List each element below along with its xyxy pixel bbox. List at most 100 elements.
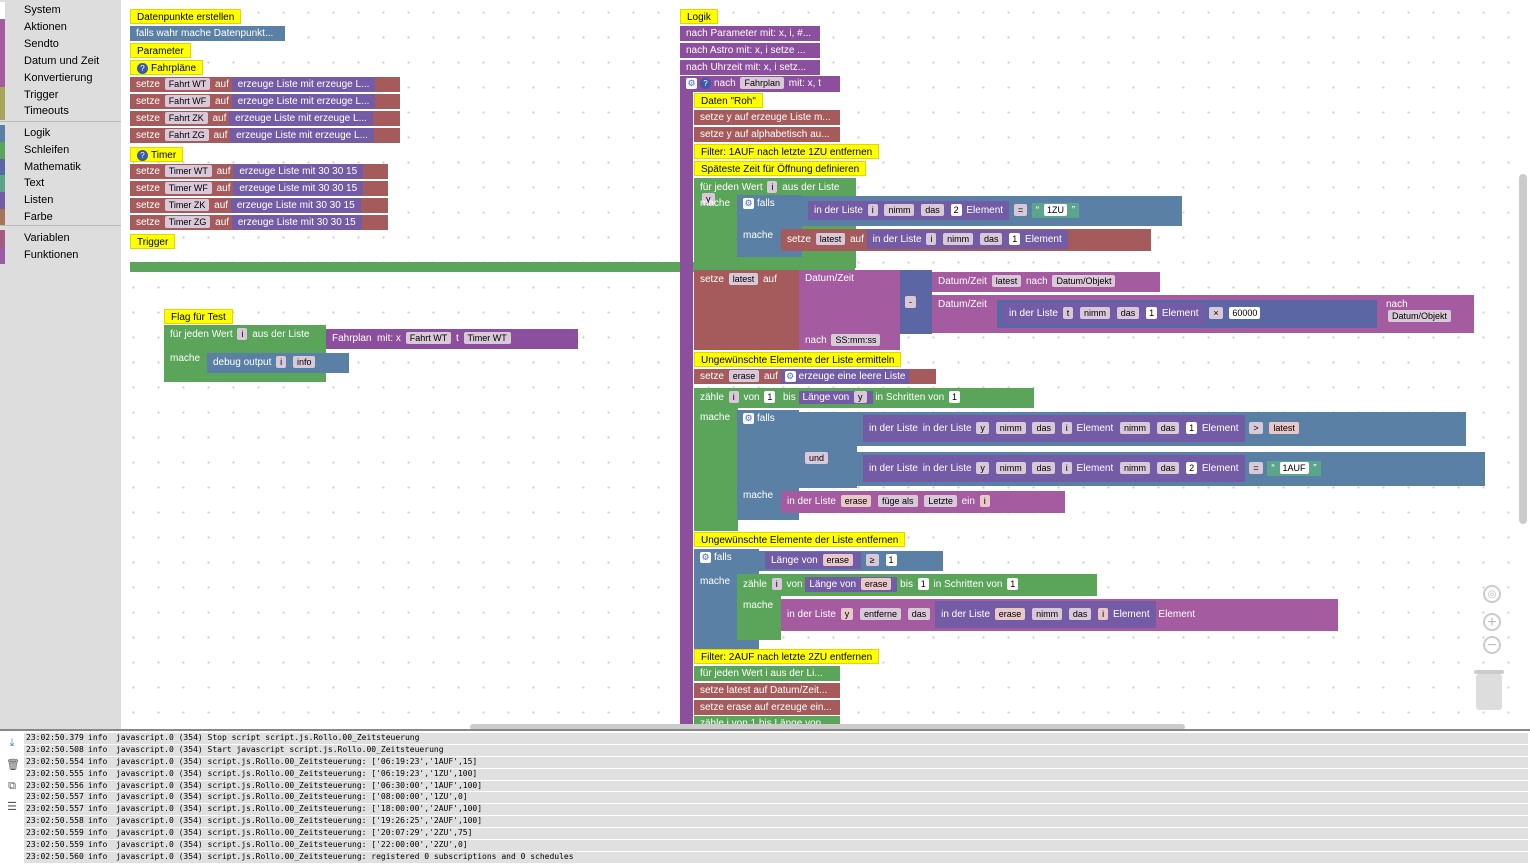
list-create-block[interactable]: erzeuge Liste mit erzeuge L... (231, 94, 376, 109)
var-dropdown[interactable]: Timer WF (164, 182, 212, 194)
var-dropdown[interactable]: latest (728, 273, 759, 285)
scroll-down-icon[interactable]: ⤓ (9, 737, 15, 749)
das-dropdown[interactable]: das (1032, 462, 1055, 474)
comment-unerw1[interactable]: Ungewünschte Elemente der Liste ermittel… (694, 352, 902, 367)
gear-icon[interactable]: ⚙ (743, 198, 754, 209)
var-dropdown[interactable]: i (867, 204, 878, 216)
list-create-block[interactable]: erzeuge Liste mit 30 30 15 (233, 181, 364, 196)
var-dropdown[interactable]: Timer ZK (164, 199, 210, 211)
operator-dropdown[interactable]: und (805, 452, 829, 464)
toolbox-category-logik[interactable]: Logik (0, 125, 100, 142)
list-remove-block[interactable]: in der Liste y entferne das in der Liste… (781, 599, 1338, 631)
toolbox-category-schleifen[interactable]: Schleifen (0, 142, 100, 159)
func-uhrzeit[interactable]: nach Uhrzeit mit: x, i setz... (680, 60, 820, 75)
func-parameter[interactable]: nach Parameter mit: x, i, #... (680, 26, 820, 41)
var-dropdown[interactable]: Fahrt ZK (164, 112, 208, 124)
setze-fahrt-block[interactable]: setze Fahrt WF auf erzeuge Liste mit erz… (130, 94, 400, 109)
number-field[interactable]: 1 (885, 554, 897, 566)
compare-latest[interactable]: in der Liste in der Liste y nimm das i E… (857, 412, 1466, 446)
setze-fahrt-block[interactable]: setze Fahrt ZG auf erzeuge Liste mit erz… (130, 128, 400, 143)
list-dropdown[interactable]: erase (840, 495, 872, 507)
text-field[interactable]: 1AUF (1279, 462, 1309, 474)
nimm-dropdown[interactable]: nimm (995, 422, 1026, 434)
setze-fahrt-block[interactable]: setze Fahrt ZK auf erzeuge Liste mit erz… (130, 111, 400, 126)
var-dropdown[interactable]: latest (991, 275, 1022, 287)
index-field[interactable]: 1 (1186, 422, 1198, 434)
text-field[interactable]: 1ZU (1043, 204, 1067, 216)
list-dropdown[interactable]: y (702, 193, 715, 205)
toolbox-category-mathematik[interactable]: Mathematik (0, 159, 100, 176)
var-dropdown[interactable]: erase (728, 370, 760, 382)
block-setze-latest-collapsed[interactable]: setze latest auf Datum/Zeit... (694, 683, 840, 698)
gear-icon[interactable]: ⚙ (784, 371, 796, 382)
var-dropdown[interactable]: Timer ZG (164, 216, 211, 228)
comment-trigger[interactable]: Trigger (130, 234, 176, 249)
func-astro[interactable]: nach Astro mit: x, i setze ... (680, 43, 820, 58)
copy-icon[interactable]: ⧉ (8, 780, 16, 792)
format-dropdown[interactable]: Datum/Objekt (1052, 275, 1116, 287)
operator-dropdown[interactable]: ≥ (865, 554, 879, 566)
func-fahrplan-header[interactable]: ⚙?nach Fahrplan mit: x, t (680, 76, 840, 92)
toolbox-category-system[interactable]: System (0, 2, 100, 19)
format-dropdown[interactable]: SS:mm:ss (831, 334, 881, 346)
nimm-dropdown[interactable]: nimm (995, 462, 1026, 474)
toolbox-category-trigger[interactable]: Trigger (0, 87, 100, 104)
index-field[interactable]: 2 (1186, 462, 1198, 474)
toolbox-category-listen[interactable]: Listen (0, 192, 100, 209)
toolbox-category-aktionen[interactable]: Aktionen (0, 19, 100, 36)
list-create-block[interactable]: erzeuge Liste mit 30 30 15 (230, 198, 361, 213)
index-field[interactable]: 1 (1009, 233, 1021, 245)
das-dropdown[interactable]: das (1116, 307, 1140, 319)
index-field[interactable]: 2 (950, 204, 962, 216)
comment-fahrplaene[interactable]: ?Fahrpläne (130, 60, 204, 75)
nimm-dropdown[interactable]: nimm (943, 233, 974, 245)
var-dropdown[interactable]: latest (1269, 422, 1299, 434)
comment-parameter[interactable]: Parameter (130, 43, 191, 58)
var-dropdown[interactable]: i (1061, 462, 1072, 474)
math-times-block[interactable]: in der Liste t nimm das 1 Element × 6000… (997, 300, 1377, 328)
block-foreach-collapsed[interactable]: für jeden Wert i aus der Li... (694, 666, 840, 681)
operator-dropdown[interactable]: × (1209, 307, 1223, 319)
comment-filter1[interactable]: Filter: 1AUF nach letzte 1ZU entfernen (694, 144, 880, 159)
trash-icon[interactable] (1474, 670, 1504, 710)
toolbox-category-variablen[interactable]: Variablen (0, 230, 100, 247)
list-create-block[interactable]: erzeuge Liste mit 30 30 15 (231, 215, 362, 230)
list-dropdown[interactable]: y (854, 391, 867, 403)
nimm-dropdown[interactable]: nimm (1032, 608, 1063, 620)
math-minus-block[interactable]: - (900, 270, 932, 334)
toolbox-category-datum-und-zeit[interactable]: Datum und Zeit (0, 53, 100, 70)
help-icon[interactable]: ? (137, 63, 148, 74)
das-dropdown[interactable]: das (1156, 462, 1180, 474)
setze-fahrt-block[interactable]: setze Fahrt WT auf erzeuge Liste mit erz… (130, 77, 400, 92)
setze-erase-block[interactable]: setze erase auf ⚙erzeuge eine leere List… (694, 369, 936, 384)
list-dropdown[interactable]: y (976, 462, 989, 474)
compare-1auf[interactable]: in der Liste in der Liste y nimm das i E… (857, 452, 1485, 486)
das-dropdown[interactable]: das (1032, 422, 1055, 434)
comment-timer[interactable]: ?Timer (130, 147, 184, 162)
debug-output-block[interactable]: debug output i info (207, 353, 349, 373)
setze-timer-block[interactable]: setze Timer ZK auf erzeuge Liste mit 30 … (130, 198, 388, 213)
toolbox-category-konvertierung[interactable]: Konvertierung (0, 70, 100, 87)
count-loop-2[interactable]: zähle i von Länge von erase bis 1 in Sch… (737, 574, 1097, 596)
list-dropdown[interactable]: y (840, 608, 854, 620)
nimm-dropdown[interactable]: nimm (884, 204, 915, 216)
comment-logik[interactable]: Logik (680, 9, 718, 24)
filter-icon[interactable]: ☰ (7, 801, 17, 813)
operator-dropdown[interactable]: > (1249, 422, 1263, 434)
zoom-in-icon[interactable]: + (1483, 613, 1501, 631)
var-dropdown[interactable]: i (237, 328, 248, 340)
comment-daten-roh[interactable]: Daten "Roh" (694, 93, 763, 108)
operator-dropdown[interactable]: - (905, 296, 916, 308)
list-dropdown[interactable]: erase (860, 578, 892, 590)
gear-icon[interactable]: ⚙ (700, 552, 711, 563)
var-dropdown[interactable]: Fahrt WF (164, 95, 211, 107)
index-field[interactable]: 1 (1146, 307, 1158, 319)
list-create-block[interactable]: erzeuge Liste mit erzeuge L... (231, 77, 376, 92)
timer-wt-dropdown[interactable]: Timer WT (463, 332, 511, 344)
trash-icon[interactable]: 🗑 (6, 759, 20, 771)
toolbox-category-text[interactable]: Text (0, 175, 100, 192)
var-dropdown[interactable]: t (1062, 307, 1074, 319)
toolbox-category-timeouts[interactable]: Timeouts (0, 103, 100, 120)
operator-dropdown[interactable]: = (1013, 204, 1028, 216)
mode-dropdown[interactable]: entferne (859, 608, 902, 620)
